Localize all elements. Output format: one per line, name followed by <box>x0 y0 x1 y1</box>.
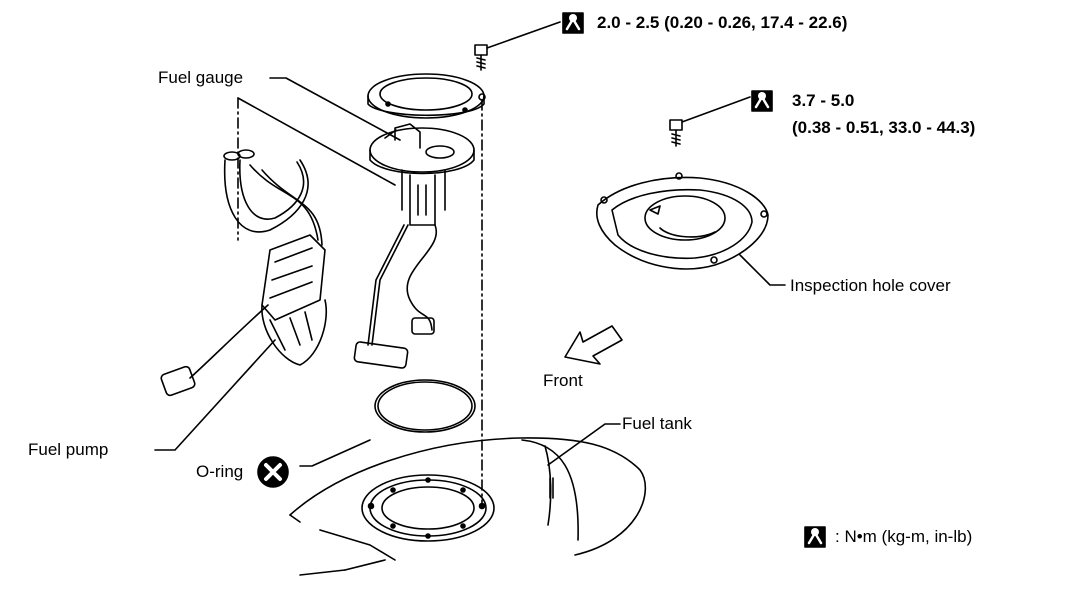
cover-screw-torque-spec-line2: (0.38 - 0.51, 33.0 - 44.3) <box>792 118 976 137</box>
front-label: Front <box>543 371 583 390</box>
fuel-gauge-unit <box>269 77 475 369</box>
label-leaders <box>299 423 621 467</box>
fuel-tank-label: Fuel tank <box>622 414 692 433</box>
fuel-gauge-label: Fuel gauge <box>158 68 244 87</box>
front-arrow <box>564 325 623 365</box>
alignment-lines <box>237 97 483 506</box>
gauge-screw-torque-spec: 2.0 - 2.5 (0.20 - 0.26, 17.4 - 22.6) <box>597 13 848 32</box>
torque-wrench-icon <box>804 526 826 548</box>
cover-screw <box>669 96 751 147</box>
fuel-pump-assembly <box>154 97 396 451</box>
torque-wrench-icon <box>562 12 584 34</box>
retainer-ring <box>367 73 486 119</box>
o-ring-label: O-ring <box>196 462 244 481</box>
do-not-reuse-x-icon <box>257 456 289 488</box>
fuel-tank <box>289 437 647 576</box>
gauge-screw <box>474 21 561 71</box>
torque-wrench-icon <box>751 90 773 112</box>
fuel-pump-label: Fuel pump <box>28 440 109 459</box>
torque-units-legend: : N•m (kg-m, in-lb) <box>835 527 973 546</box>
o-ring <box>374 379 476 433</box>
cover-screw-torque-spec-line1: 3.7 - 5.0 <box>792 91 855 110</box>
inspection-hole-cover <box>596 172 786 286</box>
inspection-hole-cover-label: Inspection hole cover <box>790 276 951 295</box>
